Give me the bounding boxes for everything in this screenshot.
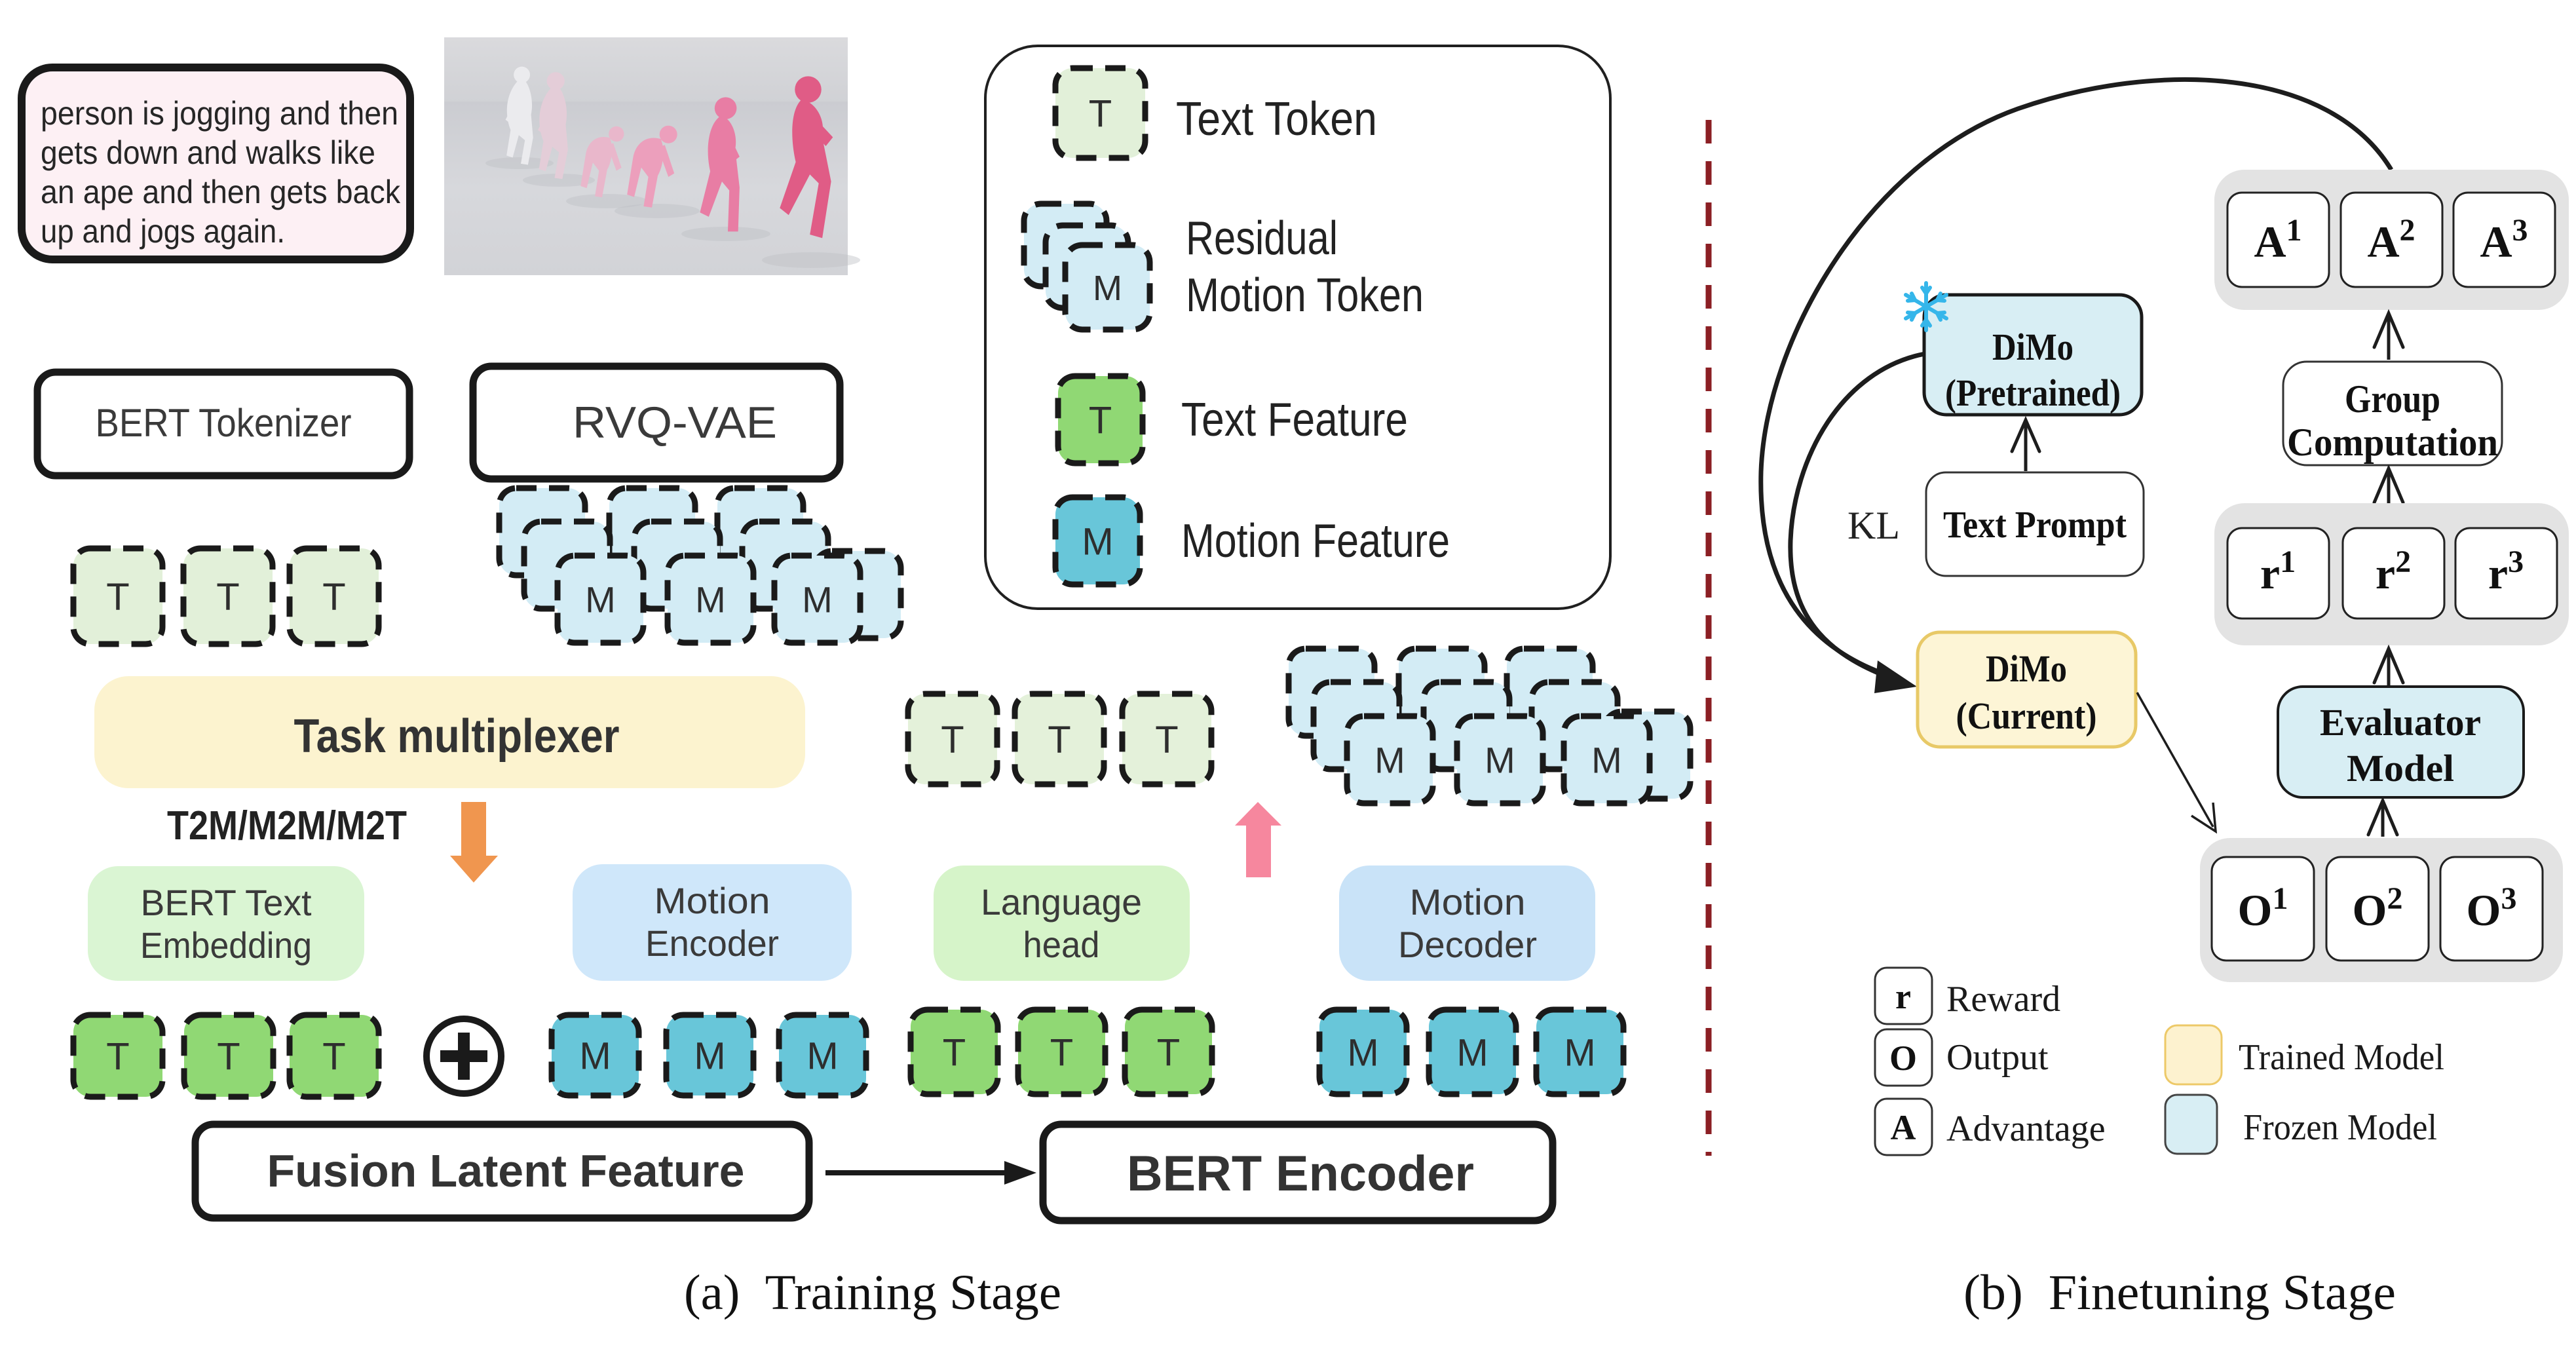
svg-text:(Current): (Current) — [1956, 695, 2097, 737]
svg-text:T: T — [1050, 1031, 1073, 1074]
svg-text:T: T — [1089, 399, 1112, 442]
svg-text:T: T — [1155, 719, 1178, 761]
svg-text:DiMo: DiMo — [1992, 326, 2074, 368]
svg-text:M: M — [694, 1035, 725, 1077]
svg-text:(b) Finetuning Stage: (b) Finetuning Stage — [1963, 1265, 2396, 1320]
svg-text:Reward: Reward — [1946, 979, 2060, 1019]
svg-text:Fusion Latent Feature: Fusion Latent Feature — [267, 1145, 745, 1196]
svg-text:T: T — [941, 719, 964, 761]
svg-text:Motion: Motion — [654, 880, 770, 921]
svg-text:M: M — [1485, 740, 1515, 781]
svg-text:DiMo: DiMo — [1986, 647, 2067, 690]
svg-text:T: T — [216, 576, 239, 618]
svg-text:M: M — [1374, 740, 1405, 781]
svg-text:T: T — [106, 576, 129, 618]
svg-text:Frozen Model: Frozen Model — [2243, 1107, 2437, 1148]
svg-text:Computation: Computation — [2287, 421, 2498, 464]
svg-text:M: M — [1564, 1031, 1595, 1074]
svg-text:Encoder: Encoder — [645, 923, 779, 964]
svg-text:A: A — [1891, 1108, 1916, 1147]
svg-text:Motion Token: Motion Token — [1186, 269, 1424, 322]
svg-text:M: M — [1082, 520, 1113, 563]
svg-text:Text Feature: Text Feature — [1181, 394, 1408, 446]
svg-text:Trained Model: Trained Model — [2239, 1037, 2444, 1078]
svg-text:head: head — [1023, 924, 1100, 965]
svg-text:gets down and walks like: gets down and walks like — [41, 134, 375, 171]
svg-text:T: T — [1048, 719, 1070, 761]
svg-text:M: M — [1093, 269, 1122, 308]
svg-text:BERT Text: BERT Text — [141, 882, 312, 923]
svg-text:Task multiplexer: Task multiplexer — [294, 710, 620, 763]
svg-text:BERT Encoder: BERT Encoder — [1127, 1146, 1474, 1202]
svg-text:Output: Output — [1946, 1037, 2049, 1078]
svg-text:M: M — [1347, 1031, 1378, 1074]
svg-text:M: M — [695, 579, 726, 620]
svg-text:Group: Group — [2345, 377, 2440, 421]
svg-text:(a) Training Stage: (a) Training Stage — [684, 1265, 1061, 1320]
svg-text:T: T — [1089, 92, 1112, 135]
svg-text:Embedding: Embedding — [140, 924, 312, 966]
svg-text:Advantage: Advantage — [1946, 1109, 2106, 1149]
svg-text:r: r — [1895, 977, 1911, 1016]
svg-text:up and jogs again.: up and jogs again. — [41, 213, 285, 250]
svg-text:M: M — [1591, 740, 1622, 781]
svg-text:T2M/M2M/M2T: T2M/M2M/M2T — [167, 803, 407, 848]
svg-text:O2: O2 — [2353, 881, 2403, 935]
svg-text:T: T — [217, 1035, 240, 1078]
svg-text:RVQ-VAE: RVQ-VAE — [573, 398, 777, 447]
svg-text:T: T — [106, 1035, 129, 1078]
svg-text:Language: Language — [981, 881, 1142, 923]
svg-text:person is jogging and then: person is jogging and then — [41, 95, 398, 132]
svg-text:T: T — [322, 576, 345, 618]
svg-text:Model: Model — [2347, 747, 2454, 790]
svg-text:an ape and then gets back: an ape and then gets back — [41, 174, 401, 210]
svg-text:Text Prompt: Text Prompt — [1943, 503, 2127, 546]
svg-text:T: T — [943, 1031, 966, 1074]
svg-text:Evaluator: Evaluator — [2320, 701, 2481, 744]
svg-text:Decoder: Decoder — [1398, 924, 1537, 965]
svg-text:Text Token: Text Token — [1176, 93, 1377, 145]
svg-text:M: M — [806, 1035, 838, 1077]
svg-text:BERT Tokenizer: BERT Tokenizer — [96, 401, 352, 445]
svg-text:KL: KL — [1847, 504, 1900, 547]
svg-text:A3: A3 — [2480, 213, 2528, 267]
svg-text:M: M — [1456, 1031, 1488, 1074]
svg-text:M: M — [585, 579, 616, 620]
svg-text:(Pretrained): (Pretrained) — [1945, 371, 2121, 414]
svg-text:O: O — [1889, 1038, 1917, 1078]
svg-text:T: T — [322, 1035, 345, 1078]
svg-text:Motion: Motion — [1410, 881, 1526, 923]
svg-text:T: T — [1157, 1031, 1180, 1074]
svg-text:M: M — [579, 1035, 611, 1077]
svg-text:Residual: Residual — [1186, 212, 1338, 265]
svg-text:M: M — [802, 579, 833, 620]
svg-text:Motion Feature: Motion Feature — [1181, 515, 1450, 567]
